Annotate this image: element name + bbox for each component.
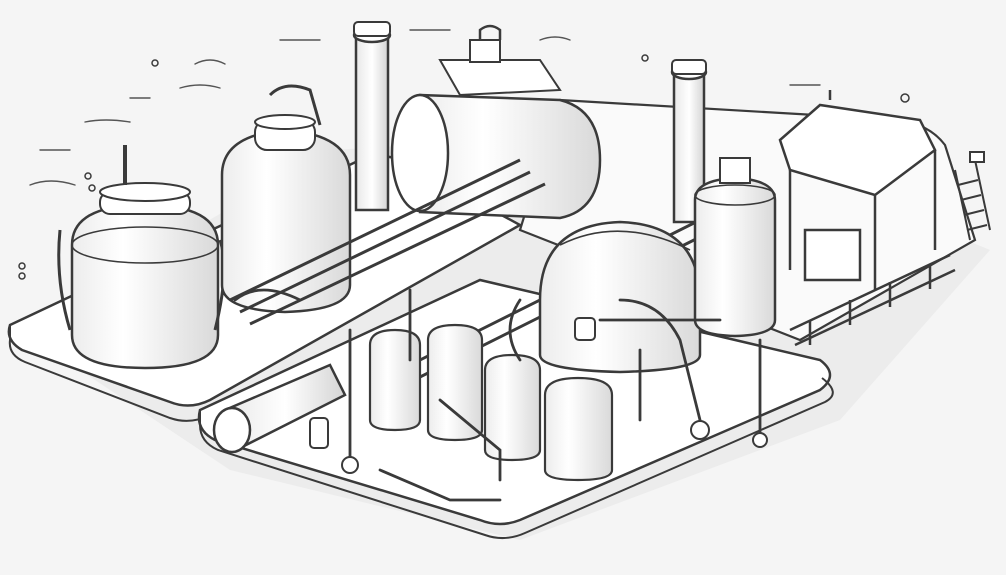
frame-structure-right: [778, 90, 937, 290]
cylindrical-tower-right: [693, 157, 777, 338]
walkway-rail-right: [789, 253, 956, 347]
chimney-stack-left: [352, 21, 392, 212]
air-bubbles: [18, 54, 910, 280]
pipework: [233, 288, 762, 502]
small-vessel-row: [368, 323, 614, 482]
platform-front-edge: [199, 377, 834, 539]
front-horizontal-pipe: [212, 363, 347, 454]
valve-markers: [309, 317, 768, 474]
ladder-right: [954, 151, 991, 241]
storage-tank-left: [57, 145, 226, 370]
dome-reactor: [538, 220, 702, 374]
storage-tank-center-left: [220, 84, 352, 314]
platform-left-edge: [8, 325, 211, 422]
